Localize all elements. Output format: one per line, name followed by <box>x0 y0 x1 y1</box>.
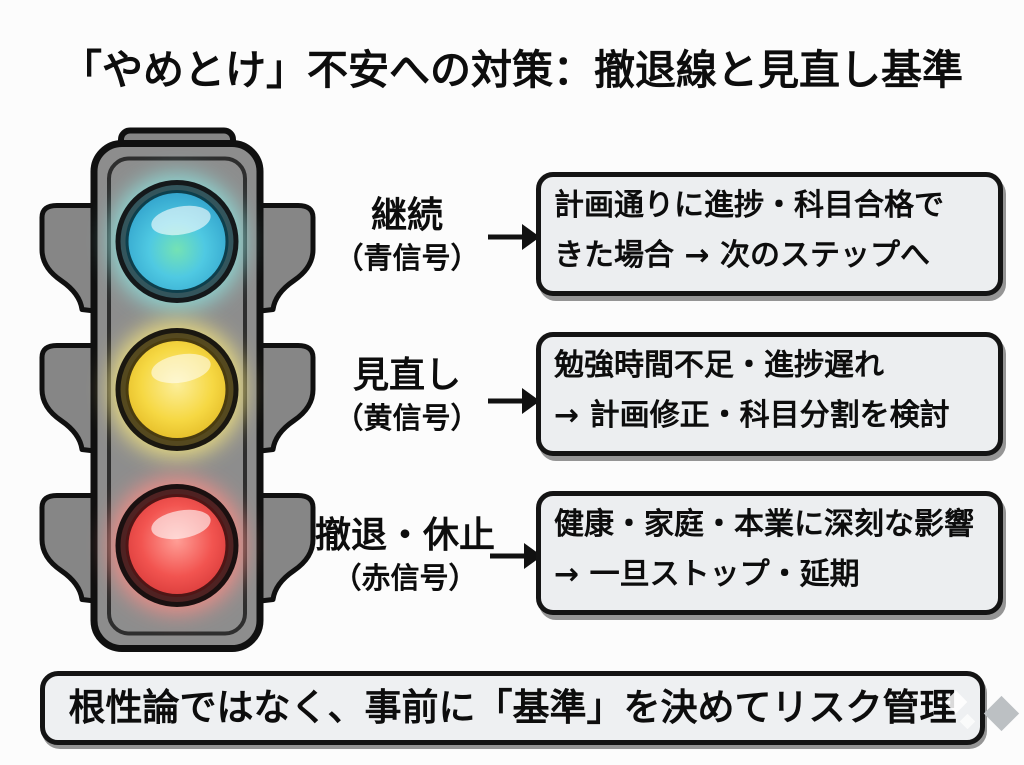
red-light <box>115 484 239 607</box>
signal-label-withdraw: 撤退・休止 （赤信号） <box>300 514 510 598</box>
criteria-line: きた場合 → 次のステップへ <box>554 238 931 273</box>
criteria-line: → 計画修正・科目分割を検討 <box>554 398 950 433</box>
signal-sublabel-text: （黄信号） <box>334 401 480 435</box>
signal-label-review: 見直し （黄信号） <box>302 354 512 438</box>
arrow-right-icon <box>488 224 540 250</box>
blue-light <box>115 180 239 303</box>
page-title: 「やめとけ」不安への対策：撤退線と見直し基準 <box>61 46 963 94</box>
criteria-box-withdraw: 健康・家庭・本業に深刻な影響 → 一旦ストップ・延期 <box>536 491 1003 615</box>
criteria-box-continue: 計画通りに進捗・科目合格で きた場合 → 次のステップへ <box>536 172 1003 296</box>
sparkle-icon <box>983 695 1020 732</box>
arrow-right-icon <box>490 543 542 569</box>
criteria-line: 健康・家庭・本業に深刻な影響 <box>554 507 974 542</box>
signal-label-text: 継続 <box>370 195 443 236</box>
footer-banner-text: 根性論ではなく、事前に「基準」を決めてリスク管理 <box>68 686 957 729</box>
signal-sublabel-text: （青信号） <box>334 241 480 275</box>
traffic-light-inner-panel <box>107 156 247 636</box>
yellow-light <box>115 328 239 451</box>
traffic-light-illustration <box>39 127 320 652</box>
criteria-line: 計画通りに進捗・科目合格で <box>554 188 944 223</box>
criteria-box-review: 勉強時間不足・進捗遅れ → 計画修正・科目分割を検討 <box>536 332 1003 456</box>
arrow-right-icon <box>488 388 540 414</box>
criteria-line: 勉強時間不足・進捗遅れ <box>554 348 884 383</box>
signal-label-text: 見直し <box>352 355 461 396</box>
footer-banner: 根性論ではなく、事前に「基準」を決めてリスク管理 <box>40 671 985 745</box>
visor-wings <box>39 203 313 604</box>
criteria-line: → 一旦ストップ・延期 <box>554 557 860 592</box>
signal-label-continue: 継続 （青信号） <box>302 194 512 278</box>
signal-label-text: 撤退・休止 <box>314 515 495 556</box>
signal-sublabel-text: （赤信号） <box>332 561 478 595</box>
